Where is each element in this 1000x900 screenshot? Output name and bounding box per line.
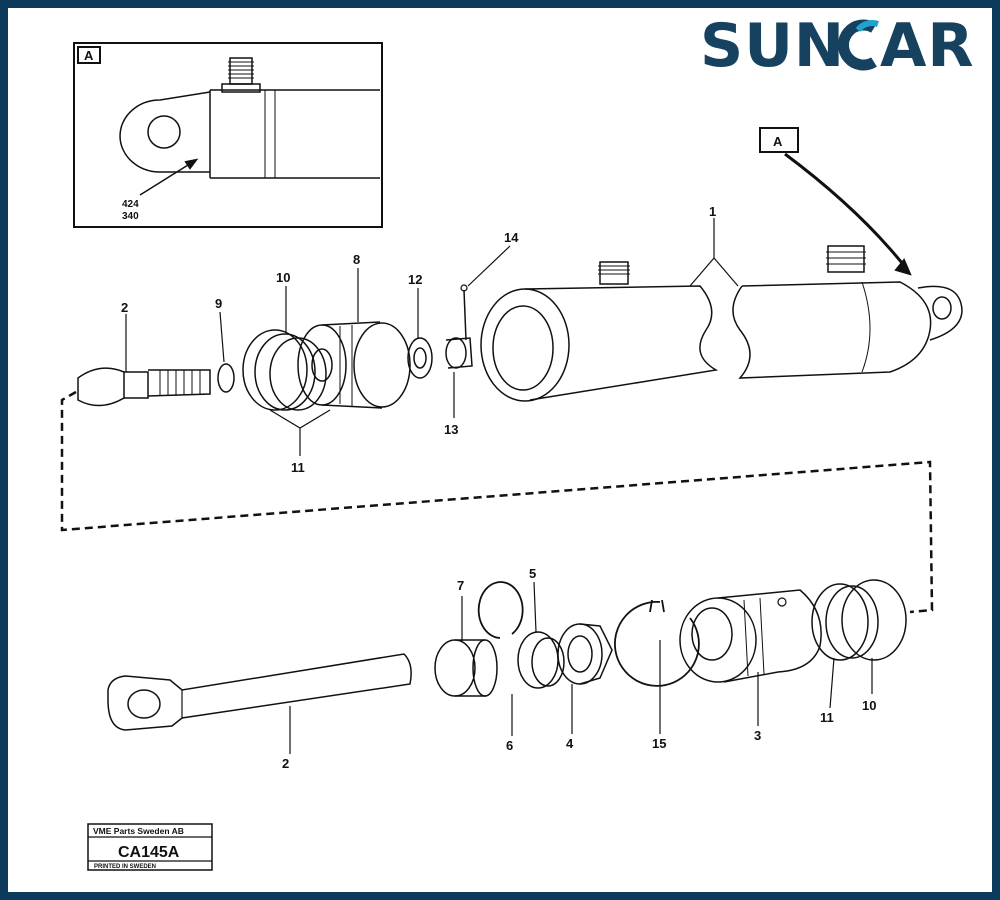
- callout-tag: A: [773, 134, 783, 149]
- part-15-snap-ring: [614, 599, 700, 687]
- label-part-11-upper: 11: [291, 460, 305, 475]
- part-9-oring: [217, 363, 235, 393]
- label-part-7: 7: [457, 578, 464, 593]
- leader-lines: [125, 218, 873, 754]
- detail-code-2: 340: [122, 211, 139, 222]
- part-14-cotter-pin: [460, 284, 468, 341]
- part-13-castle-nut: [445, 337, 473, 369]
- part-2-piston-rod: [107, 653, 412, 731]
- part-3-cylinder-head: [679, 589, 822, 683]
- label-part-14: 14: [504, 230, 519, 245]
- plate-company: VME Parts Sweden AB: [93, 826, 184, 836]
- logo-text-right: AR: [880, 11, 975, 81]
- part-7-guide: [434, 639, 498, 697]
- label-part-11-lower: 11: [820, 710, 834, 725]
- c-arc-icon: [838, 19, 879, 71]
- label-part-13: 13: [444, 422, 458, 437]
- part-2-rod-thread: [77, 367, 211, 407]
- label-part-5: 5: [529, 566, 536, 581]
- label-part-10-lower: 10: [862, 698, 876, 713]
- plate-printed: PRINTED IN SWEDEN: [94, 864, 156, 870]
- label-part-9: 9: [215, 296, 222, 311]
- detail-code-1: 424: [122, 199, 139, 210]
- part-8-piston: [297, 321, 411, 409]
- label-part-12: 12: [408, 272, 422, 287]
- part-6-circlip: [477, 581, 524, 639]
- part-10-11-rings-lower: [811, 579, 907, 661]
- id-plate: VME Parts Sweden AB CA145A PRINTED IN SW…: [87, 823, 213, 871]
- part-4-bushing: [557, 623, 613, 685]
- label-part-6: 6: [506, 738, 513, 753]
- label-part-10-upper: 10: [276, 270, 290, 285]
- label-part-2-lower: 2: [282, 756, 289, 771]
- label-part-2-upper: 2: [121, 300, 128, 315]
- logo-text-left: SUN: [700, 11, 845, 81]
- part-5-ring: [517, 631, 565, 689]
- assembly-link-line: [60, 390, 934, 614]
- label-part-15: 15: [652, 736, 666, 751]
- detail-tag: A: [84, 48, 94, 63]
- label-part-3: 3: [754, 728, 761, 743]
- part-labels: 1 2 8 9 10 11 12 13 14 2 3 4 5 6 7 10 11…: [121, 204, 876, 771]
- label-part-4: 4: [566, 736, 574, 751]
- part-1-cylinder-tube: [480, 245, 963, 402]
- part-10-11-rings-upper: [242, 329, 327, 411]
- detail-view-a: A 424 340: [73, 42, 383, 228]
- label-part-1: 1: [709, 204, 716, 219]
- detail-callout-a: A: [759, 127, 912, 276]
- suncar-logo: SUN AR: [700, 11, 975, 81]
- label-part-8: 8: [353, 252, 360, 267]
- plate-code: CA145A: [118, 844, 180, 861]
- part-12-nut: [407, 337, 433, 379]
